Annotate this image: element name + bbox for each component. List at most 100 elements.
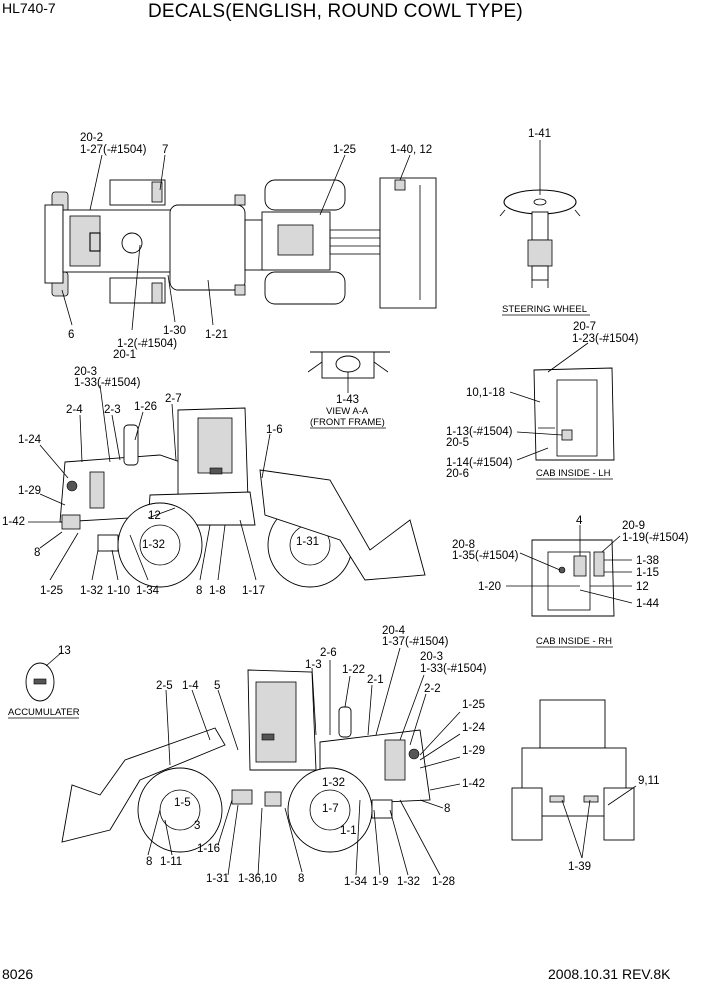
callout-label: 2-5 [156, 680, 173, 692]
callout-label: 2-7 [165, 393, 182, 405]
callout-label: 1-22 [342, 664, 365, 676]
callout-label: 1-40, 12 [390, 144, 432, 156]
callout-label: 20-2 [80, 132, 103, 144]
caption-steering-wheel: STEERING WHEEL [502, 304, 587, 315]
callout-label: 1-30 [163, 325, 186, 337]
callout-label: 12 [636, 581, 649, 593]
callout-label: 1-26 [134, 401, 157, 413]
callout-label: 1-42 [2, 516, 25, 528]
callout-labels: 20-2 1-27(-#1504) 7 1-25 1-40, 12 6 1-2(… [2, 128, 689, 888]
callout-label: 7 [162, 144, 168, 156]
callout-label: 1-39 [568, 861, 591, 873]
callout-label: 4 [576, 515, 583, 527]
revision-date: 2008.10.31 REV.8K [548, 966, 671, 982]
callout-label: 2-1 [367, 674, 384, 686]
callout-label: 5 [214, 680, 220, 692]
callout-label: 1-4 [182, 680, 199, 692]
callout-label: 1-6 [266, 424, 283, 436]
callout-label: 1-32 [322, 777, 345, 789]
page-title: DECALS(ENGLISH, ROUND COWL TYPE) [148, 1, 523, 22]
callout-label: 6 [68, 329, 74, 341]
caption-cab-inside-rh: CAB INSIDE - RH [536, 636, 612, 647]
callout-label: 20-5 [446, 437, 469, 449]
callout-label: 1-35(-#1504) [452, 550, 519, 562]
callout-label: 1-20 [478, 581, 501, 593]
lh-side-loader [59, 407, 426, 588]
callout-label: 1-8 [209, 585, 226, 597]
callout-label: 1-7 [322, 803, 339, 815]
callout-label: 1-19(-#1504) [622, 532, 689, 544]
callout-label: 8 [298, 873, 304, 885]
callout-label: 1-32 [397, 876, 420, 888]
callout-label: 20-1 [113, 349, 136, 361]
callout-label: 1-34 [136, 585, 160, 597]
view-aa-drawing [307, 351, 390, 379]
cab-lh-drawing [533, 367, 615, 461]
callout-label: 2-4 [66, 404, 83, 416]
callout-label: 1-43 [336, 394, 359, 406]
rh-side-loader [61, 669, 431, 853]
caption-view-aa: VIEW A-A [326, 406, 369, 417]
steering-wheel-drawing [499, 189, 581, 288]
callout-label: 1-2(-#1504) [117, 338, 177, 350]
callout-label: 1-31 [206, 873, 229, 885]
callout-label: 1-17 [242, 585, 265, 597]
callout-label: 1-23(-#1504) [572, 333, 639, 345]
rear-view-loader [511, 699, 635, 841]
callout-label: 20-8 [452, 539, 475, 551]
callout-label: 3 [194, 820, 200, 832]
callout-label: 2-6 [320, 647, 337, 659]
callout-label: 8 [444, 803, 450, 815]
callout-label: 1-15 [636, 567, 659, 579]
callout-label: 20-4 [382, 625, 406, 637]
callout-label: 8 [34, 547, 40, 559]
callout-label: 1-41 [528, 128, 551, 140]
callout-label: 1-32 [142, 539, 165, 551]
callout-label: 20-3 [420, 651, 443, 663]
callout-label: 20-3 [74, 366, 97, 378]
callout-label: 1-29 [462, 745, 485, 757]
leader-lines [28, 140, 637, 876]
caption-cab-inside-lh: CAB INSIDE - LH [536, 468, 611, 479]
callout-label: 1-10 [107, 585, 130, 597]
callout-label: 1-14(-#1504) [446, 457, 513, 469]
callout-label: 1-16 [197, 843, 220, 855]
callout-label: 1-31 [296, 536, 319, 548]
callout-label: 1-42 [462, 778, 485, 790]
callout-label: 8 [196, 585, 202, 597]
callout-label: 8 [146, 856, 152, 868]
callout-label: 1-25 [333, 144, 356, 156]
accumulator-drawing [25, 662, 55, 702]
callout-label: 13 [58, 645, 71, 657]
callout-label: 1-37(-#1504) [382, 636, 449, 648]
caption-front-frame: (FRONT FRAME) [310, 417, 385, 428]
callout-label: 1-33(-#1504) [420, 663, 487, 675]
callout-label: 1-9 [372, 876, 389, 888]
page-number: 8026 [2, 966, 34, 982]
callout-label: 1-27(-#1504) [80, 144, 147, 156]
model-code: HL740-7 [2, 0, 56, 16]
callout-label: 1-34 [344, 876, 368, 888]
callout-label: 1-13(-#1504) [446, 426, 513, 438]
callout-label: 2-3 [104, 404, 121, 416]
callout-label: 20-9 [622, 520, 645, 532]
callout-label: 1-29 [18, 485, 41, 497]
callout-label: 20-6 [446, 468, 469, 480]
callout-label: 1-28 [432, 876, 455, 888]
callout-label: 1-44 [636, 598, 660, 610]
callout-label: 1-36,10 [238, 873, 277, 885]
callout-label: 1-25 [462, 699, 485, 711]
top-view-loader [44, 177, 437, 309]
cab-rh-drawing [531, 539, 615, 617]
callout-label: 1-32 [80, 585, 103, 597]
callout-label: 1-33(-#1504) [74, 377, 141, 389]
callout-label: 1-1 [340, 825, 357, 837]
callout-label: 1-38 [636, 555, 659, 567]
callout-label: 1-11 [160, 856, 182, 868]
callout-label: 10,1-18 [466, 387, 505, 399]
callout-label: 1-24 [462, 722, 486, 734]
callout-label: 9,11 [638, 775, 660, 787]
callout-label: 12 [148, 510, 161, 522]
callout-label: 1-24 [18, 434, 42, 446]
